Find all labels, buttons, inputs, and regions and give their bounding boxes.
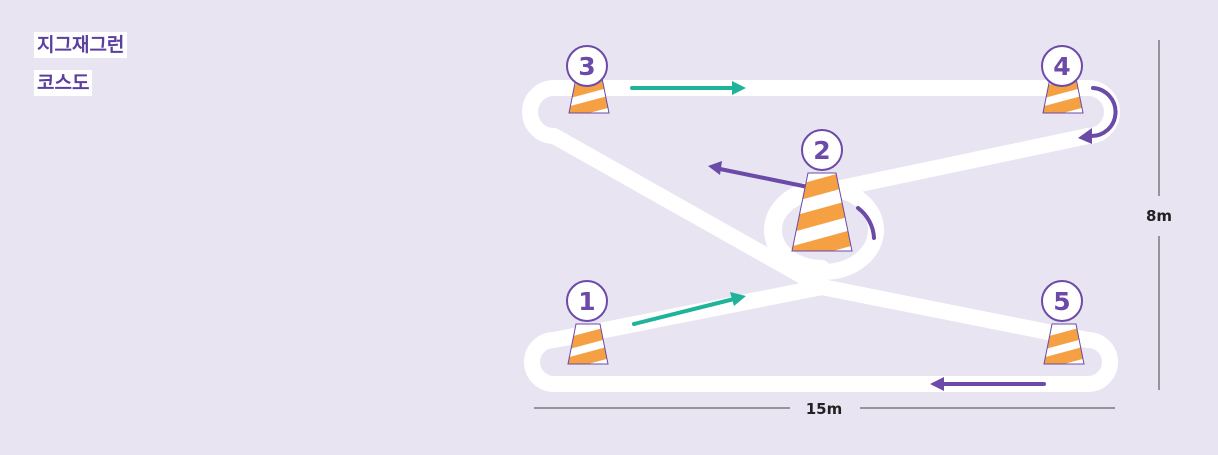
cone-1 [567, 323, 609, 365]
badge-5-label: 5 [1053, 287, 1070, 316]
direction-arrows [630, 81, 1118, 391]
bottom-left-turn [524, 332, 562, 392]
diagonal-right-lower [814, 279, 1096, 348]
arrow-3-to-4 [630, 81, 746, 95]
top-left-turn [522, 80, 562, 144]
arrow-turn-4 [1078, 86, 1118, 144]
arrow-turn-2 [856, 206, 876, 240]
width-label: 15m [806, 400, 843, 418]
cone-2 [791, 172, 853, 252]
diagonal-right-upper [814, 128, 1096, 200]
cone-5 [1043, 323, 1085, 365]
badge-1: 1 [566, 280, 608, 322]
badge-1-label: 1 [578, 287, 595, 316]
badge-2-label: 2 [813, 136, 830, 165]
width-dimension: 15m [534, 400, 1115, 418]
height-dimension: 8m [1146, 40, 1172, 390]
bottom-right-turn [1080, 332, 1118, 392]
title-line-1: 지그재그런 [34, 32, 128, 58]
height-label: 8m [1146, 207, 1172, 225]
arrow-1-to-2 [632, 292, 746, 326]
arrow-5-to-1 [930, 377, 1046, 391]
diagonal-left-upper [546, 128, 830, 295]
badge-5: 5 [1041, 280, 1083, 322]
badge-4: 4 [1041, 45, 1083, 87]
badge-3-label: 3 [578, 52, 595, 81]
arrow-2-to-3 [708, 161, 810, 189]
title-line-2: 코스도 [34, 70, 93, 96]
diagram-title: 지그재그런 코스도 [34, 32, 128, 108]
badge-3: 3 [566, 45, 608, 87]
badge-4-label: 4 [1053, 52, 1070, 81]
badge-2: 2 [801, 129, 843, 171]
